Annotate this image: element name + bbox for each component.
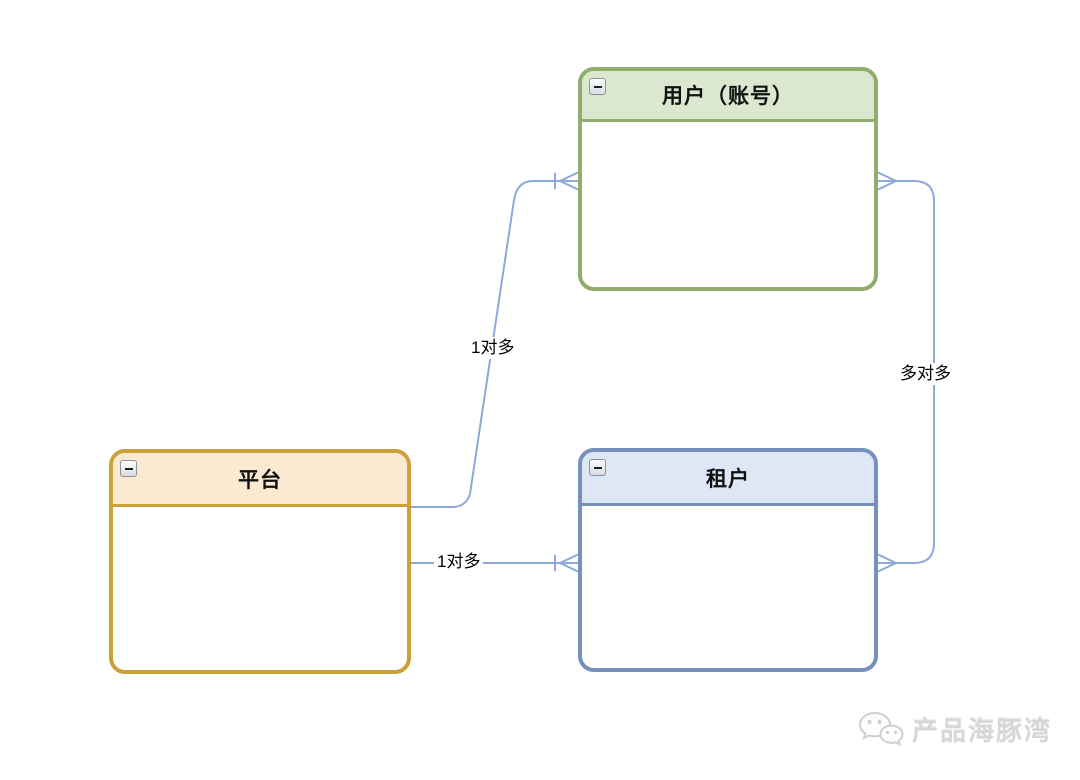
- entity-box-user[interactable]: 用户（账号）: [578, 67, 878, 291]
- entity-title-tenant: 租户: [706, 467, 750, 491]
- entity-box-platform[interactable]: 平台: [109, 449, 411, 674]
- entity-box-tenant[interactable]: 租户: [578, 448, 878, 672]
- minus-icon: [593, 466, 602, 469]
- crow-foot-icon: [559, 171, 579, 191]
- entity-header-tenant: 租户: [582, 452, 874, 506]
- edge-label-user-tenant: 多对多: [897, 363, 954, 385]
- entity-title-user: 用户（账号）: [662, 85, 794, 108]
- minus-icon: [593, 85, 602, 88]
- entity-title-platform: 平台: [238, 468, 282, 492]
- crow-foot-icon: [877, 171, 897, 191]
- crow-foot-icon: [877, 553, 897, 573]
- watermark-text: 产品海豚湾: [911, 715, 1052, 746]
- collapse-button[interactable]: [120, 460, 137, 477]
- entity-header-platform: 平台: [113, 453, 407, 507]
- minus-icon: [124, 467, 133, 470]
- watermark: 产品海豚湾: [858, 710, 1052, 748]
- edge-label-platform-user: 1对多: [468, 337, 518, 359]
- entity-header-user: 用户（账号）: [582, 71, 874, 122]
- edge-label-platform-tenant: 1对多: [434, 551, 484, 573]
- wechat-logo-icon: [858, 711, 904, 747]
- collapse-button[interactable]: [589, 459, 606, 476]
- crow-foot-icon: [559, 553, 579, 573]
- collapse-button[interactable]: [589, 78, 606, 95]
